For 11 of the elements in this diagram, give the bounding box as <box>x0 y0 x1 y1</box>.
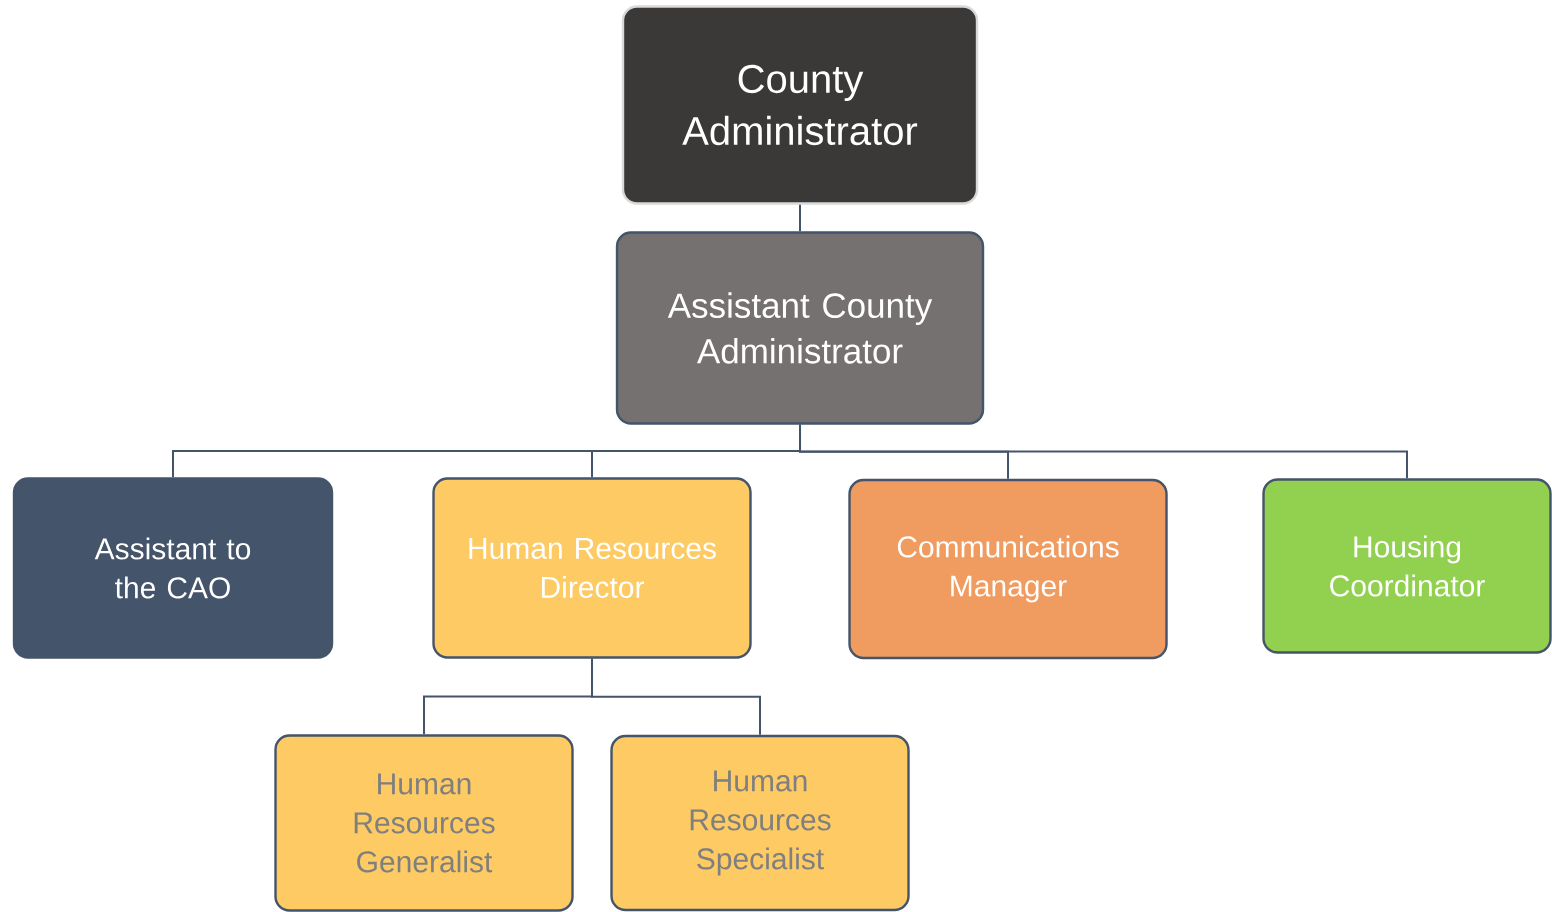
position-box: Human Resources Generalist <box>274 734 574 912</box>
connector-line <box>591 657 761 736</box>
connector-line <box>799 203 801 233</box>
position-box: County Administrator <box>621 5 979 205</box>
position-box: Human Resources Specialist <box>610 734 910 912</box>
position-box: Assistant to the CAO <box>12 477 334 659</box>
position-box: Communications Manager <box>848 478 1168 660</box>
position-box: Housing Coordinator <box>1262 478 1552 654</box>
position-box: Assistant County Administrator <box>615 231 985 425</box>
connector-line <box>799 423 1408 480</box>
position-box: Human Resources Director <box>432 477 752 659</box>
